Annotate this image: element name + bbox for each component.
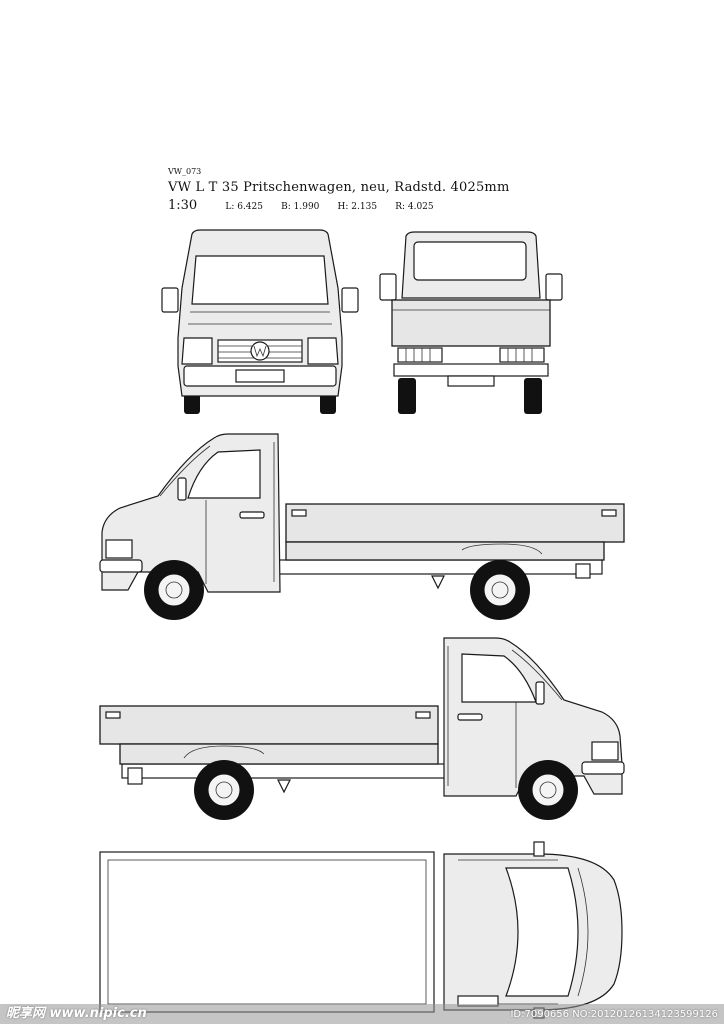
windshield xyxy=(191,255,329,305)
width-spec: B: 1.990 xyxy=(281,202,320,212)
drawing-title: VW L T 35 Pritschenwagen, neu, Radstd. 4… xyxy=(168,180,510,195)
watermark-site: 昵享网 www.nipic.cn xyxy=(6,1006,147,1021)
bed-base xyxy=(119,743,439,765)
cargo-bed xyxy=(99,705,439,745)
top-view xyxy=(99,841,623,1019)
rear-hitch xyxy=(447,375,495,387)
rear-left-tire xyxy=(398,378,416,414)
right-headlight xyxy=(307,337,339,365)
right-side-view xyxy=(99,637,625,820)
chassis-frame xyxy=(271,559,603,575)
headlight xyxy=(591,741,619,761)
headlight xyxy=(105,539,133,559)
cargo-bed xyxy=(285,503,625,543)
front-license-plate xyxy=(235,369,285,383)
front-wheel xyxy=(144,560,204,620)
tailgate xyxy=(391,299,551,347)
left-tail-lamp xyxy=(397,347,443,363)
front-view xyxy=(161,229,359,414)
rear-wheel xyxy=(470,560,530,620)
bed-latch-rear xyxy=(105,711,121,719)
rear-wheel xyxy=(194,760,254,820)
door-handle xyxy=(457,713,483,721)
door-handle xyxy=(239,511,265,519)
spec-line: 1:30 L: 6.425 B: 1.990 H: 2.135 R: 4.025 xyxy=(168,198,434,213)
front-bumper-side xyxy=(99,559,143,573)
side-mirror xyxy=(535,681,545,705)
left-side-view xyxy=(99,433,625,620)
roof-windshield xyxy=(505,867,579,997)
bed-latch-front xyxy=(291,509,307,517)
bed-base xyxy=(285,541,605,561)
drawing-code: VW_073 xyxy=(168,167,202,176)
front-bumper-side xyxy=(581,761,625,775)
rear-light-side xyxy=(127,767,143,785)
rear-window xyxy=(413,241,527,281)
left-mirror xyxy=(161,287,179,313)
front-wheel xyxy=(518,760,578,820)
rear-right-tire xyxy=(524,378,542,414)
scale-label: 1:30 xyxy=(168,198,198,213)
length-spec: L: 6.425 xyxy=(225,202,263,212)
watermark-id: ID:7090656 NO:20120126134123599126 xyxy=(510,1009,718,1020)
side-mirror xyxy=(177,477,187,501)
rear-view xyxy=(379,231,563,414)
bed-latch-front xyxy=(415,711,431,719)
rear-light-side xyxy=(575,563,591,579)
right-mirror xyxy=(341,287,359,313)
rear-bumper xyxy=(393,363,549,377)
height-spec: H: 2.135 xyxy=(337,202,378,212)
top-mirror-left xyxy=(533,841,545,857)
bed-latch-rear xyxy=(601,509,617,517)
cargo-bed-top xyxy=(99,851,435,1013)
rear-right-mirror xyxy=(545,273,563,301)
right-tail-lamp xyxy=(499,347,545,363)
wheelbase-spec: R: 4.025 xyxy=(395,202,434,212)
left-headlight xyxy=(181,337,213,365)
watermark-bar: 昵享网 www.nipic.cn ID:7090656 NO:201201261… xyxy=(0,1004,724,1024)
side-window xyxy=(187,449,261,499)
vw-logo-icon xyxy=(250,341,270,361)
chassis-frame xyxy=(121,763,453,779)
chassis-marker xyxy=(431,575,445,590)
rear-left-mirror xyxy=(379,273,397,301)
chassis-marker xyxy=(277,779,291,794)
